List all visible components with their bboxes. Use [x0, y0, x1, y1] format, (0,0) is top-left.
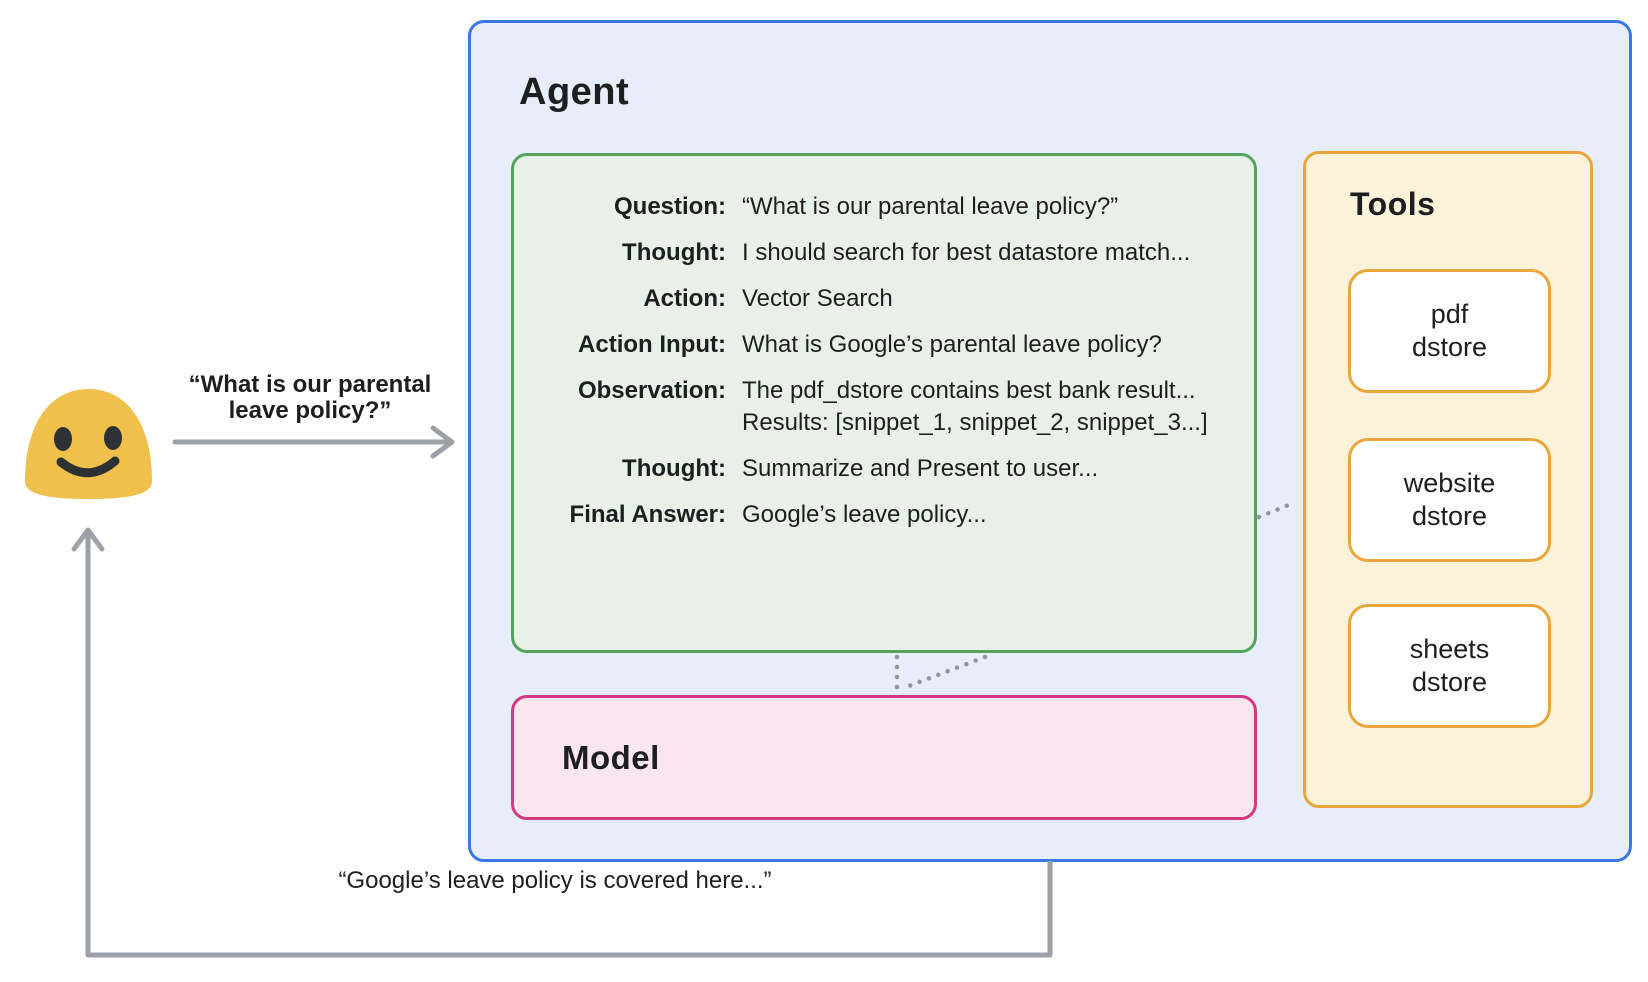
trace-value: “What is our parental leave policy?”	[742, 193, 1119, 220]
tool-pdf-dstore: pdf dstore	[1348, 269, 1551, 393]
trace-label: Action:	[643, 285, 726, 312]
tools-box: Tools pdf dstore website dstore sheets d…	[1303, 151, 1593, 808]
tool-label-line2: dstore	[1411, 332, 1488, 362]
trace-row-action: Action: Vector Search	[544, 283, 1230, 315]
trace-row-action-input: Action Input: What is Google’s parental …	[544, 329, 1230, 361]
emoji-face	[25, 389, 152, 499]
trace-value: What is Google’s parental leave policy?	[742, 331, 1162, 358]
trace-value-line2: Results: [snippet_1, snippet_2, snippet_…	[742, 409, 1208, 436]
emoji-smile	[56, 456, 120, 478]
user-request-label: “What is our parental leave policy?”	[160, 372, 460, 424]
model-box: Model	[511, 695, 1257, 820]
tool-label-line1: pdf	[1430, 299, 1469, 329]
trace-value: Summarize and Present to user...	[742, 455, 1099, 482]
request-arrow	[172, 425, 455, 459]
trace-row-thought-1: Thought: I should search for best datast…	[544, 237, 1230, 269]
tools-title: Tools	[1350, 186, 1436, 222]
tool-website-dstore: website dstore	[1348, 438, 1551, 562]
emoji-left-eye	[54, 427, 72, 451]
trace-label: Action Input:	[578, 331, 726, 358]
tool-label-line2: dstore	[1411, 667, 1488, 697]
trace-value: Google’s leave policy...	[742, 501, 987, 528]
trace-value: I should search for best datastore match…	[742, 239, 1191, 266]
trace-row-final-answer: Final Answer: Google’s leave policy...	[544, 499, 1230, 531]
request-line2: leave policy?”	[228, 397, 392, 424]
trace-value: The pdf_dstore contains best bank result…	[742, 375, 1230, 439]
tool-label-line1: website	[1403, 468, 1496, 498]
tool-label-line1: sheets	[1409, 634, 1490, 664]
trace-label: Thought:	[622, 239, 726, 266]
agent-title: Agent	[519, 71, 630, 113]
trace-row-observation: Observation: The pdf_dstore contains bes…	[544, 375, 1230, 439]
trace-row-thought-2: Thought: Summarize and Present to user..…	[544, 453, 1230, 485]
reasoning-trace-box: Question: “What is our parental leave po…	[511, 153, 1257, 653]
emoji-right-eye	[104, 426, 122, 450]
trace-row-question: Question: “What is our parental leave po…	[544, 191, 1230, 223]
request-line1: “What is our parental	[188, 371, 432, 398]
trace-label: Final Answer:	[569, 501, 726, 528]
trace-value: Vector Search	[742, 285, 893, 312]
trace-label: Thought:	[622, 455, 726, 482]
tool-sheets-dstore: sheets dstore	[1348, 604, 1551, 728]
model-title: Model	[562, 738, 660, 776]
trace-value-line1: The pdf_dstore contains best bank result…	[742, 377, 1196, 404]
agent-response-label: “Google’s leave policy is covered here..…	[338, 867, 772, 894]
user-blob-emoji	[25, 389, 152, 499]
trace-label: Observation:	[577, 377, 726, 404]
trace-label: Question:	[614, 193, 726, 220]
tool-label-line2: dstore	[1411, 501, 1488, 531]
agent-box: Agent Question: “What is our parental le…	[468, 20, 1632, 862]
